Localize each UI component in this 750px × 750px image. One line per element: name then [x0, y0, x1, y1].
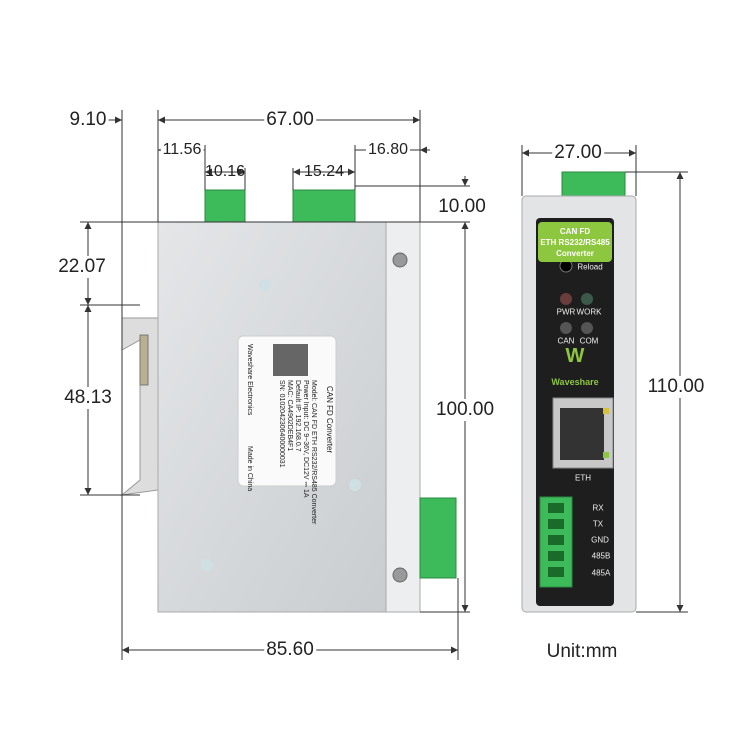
rivet-icon — [259, 279, 271, 291]
din-rail-strip — [385, 221, 421, 613]
top-connector-right — [292, 189, 356, 223]
led-can — [560, 322, 572, 334]
led-pwr — [560, 293, 572, 305]
terminal-label-485a: 485A — [591, 568, 611, 578]
top-connector-left — [204, 189, 246, 223]
dim-left-pitch: 10.16 — [204, 163, 246, 180]
logo-icon: W — [566, 345, 585, 367]
front-title-line: Converter — [556, 249, 594, 258]
label-line: SN: 0102042306400000031 — [278, 380, 285, 468]
side-connector — [419, 497, 457, 579]
dim-clip-top: 22.07 — [56, 256, 108, 278]
terminal-label-tx: TX — [592, 519, 604, 529]
dim-clip-height: 48.13 — [62, 387, 114, 409]
qr-code — [273, 344, 308, 376]
led-label-com: COM — [579, 336, 599, 346]
label-brand: Waveshare Electronics — [246, 344, 253, 416]
unit-label: Unit:mm — [546, 641, 618, 662]
dim-din-offset: 9.10 — [67, 109, 109, 131]
rivet-icon — [349, 479, 361, 491]
led-com — [581, 322, 593, 334]
led-label-pwr: PWR — [556, 307, 576, 317]
label-origin: Made in China — [246, 446, 253, 492]
dim-total-height: 110.00 — [645, 376, 707, 398]
label-line: Default IP: 192.168.0.7 — [294, 380, 301, 452]
label-line: Power Input: DC 9~36V, DC12V ⎓ 1A — [302, 380, 309, 498]
dim-body-height: 100.00 — [433, 399, 497, 421]
label-title: CAN FD Converter — [325, 386, 334, 454]
terminal-label-485b: 485B — [591, 551, 611, 561]
front-top-connector — [561, 171, 626, 201]
front-title-line: CAN FD — [559, 227, 591, 236]
led-label-can: CAN — [557, 336, 575, 346]
terminal-label-rx: RX — [592, 503, 604, 513]
product-label — [237, 335, 337, 487]
rivet-icon — [201, 559, 213, 571]
dim-total-depth: 85.60 — [264, 639, 316, 661]
reload-label: Reload — [577, 262, 603, 272]
din-clip — [120, 317, 159, 496]
led-label-work: WORK — [576, 307, 602, 317]
screw-icon — [392, 252, 408, 268]
eth-label: ETH — [575, 473, 591, 483]
front-title-plate: CAN FD ETH RS232/RS485 Converter — [538, 222, 612, 262]
dim-right-connector-offset: 16.80 — [365, 141, 411, 159]
label-line: Model: CAN FD ETH RS232/RS485 Converter — [310, 380, 317, 525]
dim-side-width: 67.00 — [264, 109, 316, 131]
dim-left-connector-offset: 11.56 — [160, 141, 204, 159]
dim-connector-height: 10.00 — [436, 196, 488, 218]
led-work — [581, 293, 593, 305]
dim-right-pitch: 15.24 — [303, 163, 345, 180]
dim-front-width: 27.00 — [552, 142, 604, 164]
front-title-line: ETH RS232/RS485 — [540, 238, 610, 247]
terminal-label-gnd: GND — [591, 535, 609, 545]
screw-icon — [392, 567, 408, 583]
label-line: MAC: CA4902DEB4F1 — [286, 380, 293, 452]
brand-logo-text: Waveshare — [551, 377, 599, 387]
